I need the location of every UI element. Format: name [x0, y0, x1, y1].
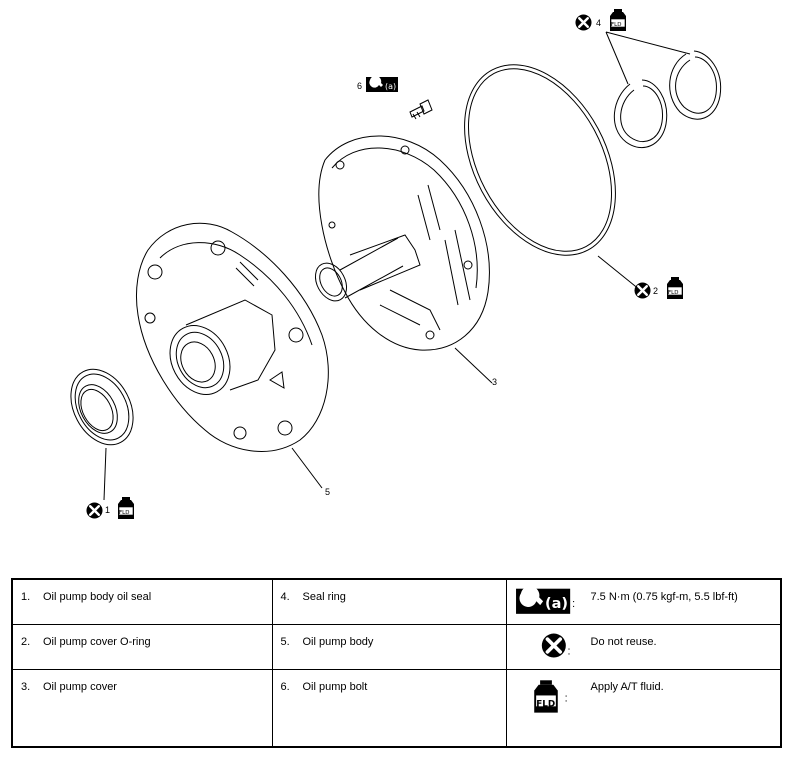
svg-text:(a): (a) — [545, 596, 568, 612]
fld-label: FLD — [668, 290, 678, 296]
torque-wrench-icon: (a) : — [515, 586, 575, 614]
legend-do-not-reuse: : Do not reuse. — [505, 623, 782, 670]
legend-row: 1.Oil pump body oil seal 4.Seal ring (a)… — [11, 578, 782, 625]
do-not-reuse-icon — [634, 282, 651, 299]
svg-text::: : — [572, 598, 575, 610]
svg-text::: : — [564, 692, 567, 704]
torque-wrench-icon — [366, 75, 398, 92]
legend-torque: (a) : 7.5 N·m (0.75 kgf-m, 5.5 lbf-ft) — [505, 578, 782, 625]
legend-item-1: 1.Oil pump body oil seal — [11, 578, 273, 625]
svg-text::: : — [567, 645, 570, 657]
legend-table: 1.Oil pump body oil seal 4.Seal ring (a)… — [11, 578, 782, 748]
legend-row: 2.Oil pump cover O-ring 5.Oil pump body … — [11, 623, 782, 670]
legend-item-6: 6.Oil pump bolt — [271, 668, 507, 748]
legend-item-2: 2.Oil pump cover O-ring — [11, 623, 273, 670]
fluid-bottle-icon: FLD : — [533, 679, 567, 713]
do-not-reuse-icon — [575, 14, 592, 31]
fld-label: FLD — [611, 22, 621, 28]
legend-item-4: 4.Seal ring — [271, 578, 507, 625]
callout-3: 3 — [492, 377, 497, 387]
torque-spec-label: (a) — [385, 82, 396, 91]
seal-rings-drawing — [613, 50, 722, 148]
do-not-reuse-icon — [86, 502, 103, 519]
callout-2: 2 — [653, 286, 658, 296]
legend-item-3: 3.Oil pump cover — [11, 668, 273, 748]
callout-1: 1 — [105, 505, 110, 515]
fld-label: FLD — [119, 510, 129, 516]
bolt-drawing — [409, 99, 433, 120]
callout-5: 5 — [325, 487, 330, 497]
oil-pump-cover-drawing — [314, 135, 490, 351]
exploded-view-diagram: 1 FLD 2 FLD 3 4 FLD 5 6 (a) — [70, 9, 722, 519]
do-not-reuse-icon: : — [540, 632, 570, 658]
legend-apply-fluid: FLD : Apply A/T fluid. — [505, 668, 782, 748]
o-ring-drawing — [464, 64, 616, 256]
svg-text:FLD: FLD — [536, 699, 555, 709]
legend-item-5: 5.Oil pump body — [271, 623, 507, 670]
callout-4: 4 — [596, 18, 601, 28]
oil-pump-body-drawing — [135, 222, 329, 452]
callout-6: 6 — [357, 81, 362, 91]
oil-seal-drawing — [70, 368, 134, 446]
legend-row: 3.Oil pump cover 6.Oil pump bolt FLD : A… — [11, 668, 782, 748]
